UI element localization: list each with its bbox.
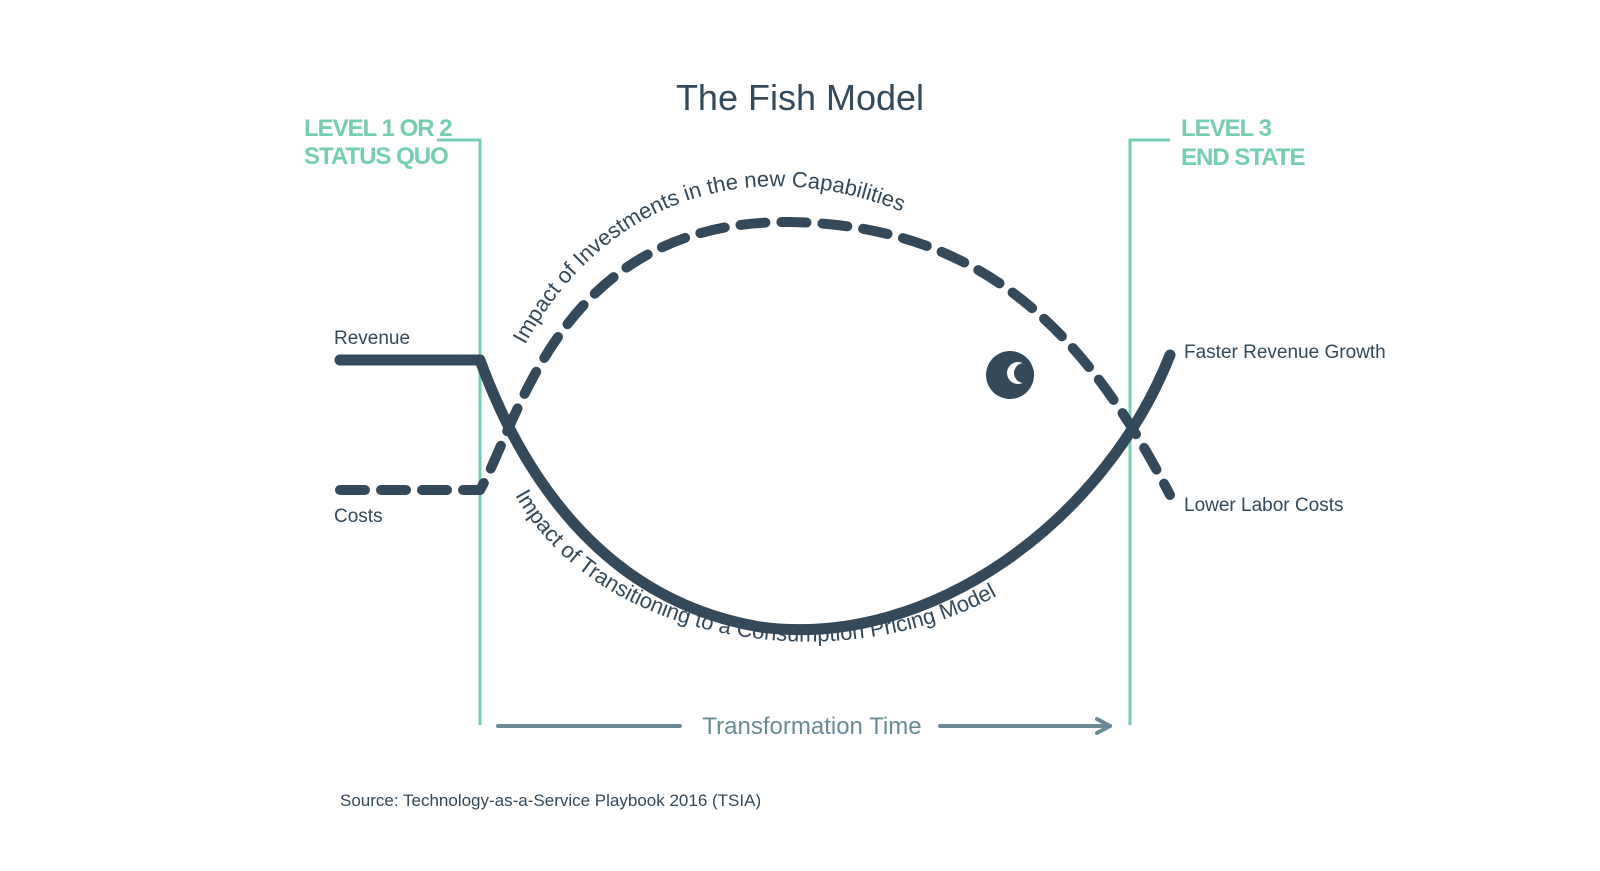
diagram-title: The Fish Model	[676, 77, 924, 118]
pricing-impact-text: Impact of Transitioning to a Consumption…	[511, 485, 1000, 647]
costs-curve	[335, 216, 1175, 500]
costs-label: Costs	[334, 506, 383, 527]
left-boundary-line	[437, 138, 482, 725]
transformation-time-label: Transformation Time	[702, 713, 921, 740]
pricing-impact-label: Impact of Transitioning to a Consumption…	[511, 485, 1000, 647]
right-boundary-line	[1128, 138, 1170, 725]
left-state-line2: STATUS QUO	[304, 143, 448, 170]
faster-revenue-growth-label: Faster Revenue Growth	[1184, 342, 1386, 363]
right-state-line1: LEVEL 3	[1181, 115, 1272, 142]
left-state-line1: LEVEL 1 OR 2	[304, 115, 452, 142]
fish-eye-icon	[986, 351, 1034, 399]
right-state-line2: END STATE	[1181, 144, 1305, 171]
lower-labor-costs-label: Lower Labor Costs	[1184, 495, 1343, 516]
revenue-label: Revenue	[334, 328, 410, 349]
source-note: Source: Technology-as-a-Service Playbook…	[340, 791, 761, 810]
revenue-curve	[334, 349, 1176, 636]
